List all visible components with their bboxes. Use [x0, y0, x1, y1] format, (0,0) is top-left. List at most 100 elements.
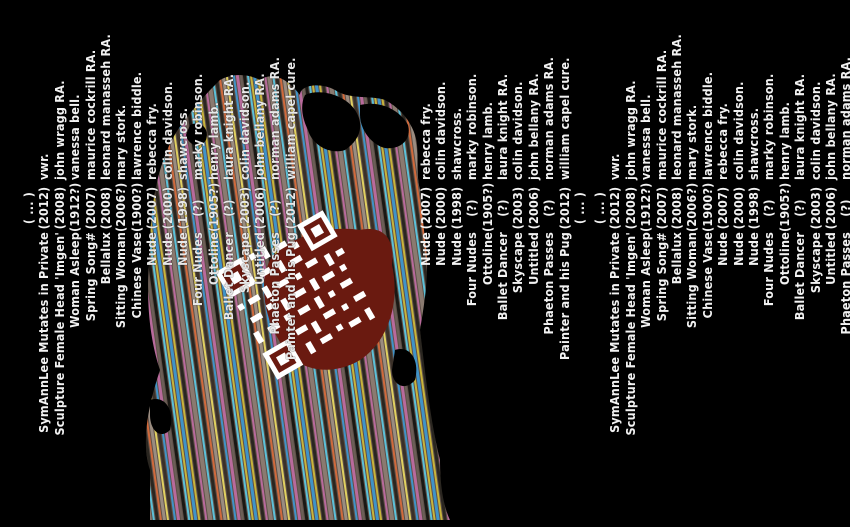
entry-artist: shawcross.	[746, 107, 761, 180]
entry-artist: laura knight RA.	[495, 73, 510, 180]
entry-title: SymAnnLee Mutates in Private	[607, 232, 623, 433]
list-entry: Bellalux(2008)leonard manasseh RA.	[98, 10, 113, 462]
list-entry: Nude(1998)shawcross.	[449, 10, 464, 462]
list-entry: Ottoline(1905?)henry lamb.	[480, 10, 495, 462]
entry-artist: vanessa bell.	[638, 94, 654, 180]
entry-artist: mary stork.	[684, 104, 700, 180]
list-entry: Woman Asleep(1912?)vanessa bell.	[638, 10, 653, 462]
list-entry: Skyscape(2003)colin davidson.	[237, 10, 252, 462]
entry-year: (1998)	[175, 186, 190, 230]
list-entry: Nude(2000)colin davidson.	[731, 10, 746, 462]
entry-artist: henry lamb.	[205, 101, 221, 180]
list-entry: Sitting Woman(2006?) mary stork.	[113, 10, 128, 462]
entry-artist: vwr.	[607, 153, 623, 180]
entry-year: (2003)	[510, 186, 526, 230]
entry-title: Painter and his Pug	[556, 232, 572, 360]
entry-year: (2008)	[622, 186, 638, 230]
entry-year: (1900?)	[699, 182, 715, 232]
entry-year: (2007)	[418, 186, 433, 230]
entry-title: Spring Song#	[82, 232, 98, 322]
entry-title: Woman Asleep	[67, 232, 83, 328]
entry-artist: shawcross.	[448, 107, 464, 180]
list-entry: Untitled(2006)john bellany RA.	[252, 10, 267, 462]
entry-year: (?)	[495, 199, 510, 217]
entry-year: (1905?)	[205, 182, 221, 232]
list-entry: Sculpture Female Head 'Imgen'(2008)john …	[52, 10, 67, 462]
entry-year: (1900?)	[128, 182, 144, 232]
entry-year: (1998)	[746, 186, 761, 230]
entry-year: (2008)	[669, 186, 684, 230]
entry-year: ( ... )	[592, 191, 607, 225]
entry-year: (2006?)	[684, 182, 700, 232]
entry-year: (?)	[190, 199, 206, 217]
entry-year: (1905?)	[776, 182, 792, 232]
entry-year: (?)	[267, 199, 283, 217]
entry-title: Sitting Woman	[113, 232, 129, 329]
entry-title: Painter and his Pug	[282, 232, 298, 360]
list-entry: Ballet Dancer (?) laura knight RA.	[495, 10, 510, 462]
entry-artist: marky robinson.	[190, 73, 206, 180]
entry-title: Nude	[433, 232, 449, 266]
entry-year: (2003)	[236, 186, 252, 230]
entry-title: Nude	[715, 232, 731, 266]
entry-title: Four Nudes	[190, 232, 206, 307]
list-entry: Nude (2007) rebecca fry.	[715, 10, 730, 462]
entry-title: Skyscape	[510, 232, 526, 294]
entry-artist: maurice cockrill RA.	[82, 49, 98, 180]
entry-artist: rebecca fry.	[715, 103, 731, 180]
entry-artist: laura knight RA.	[221, 73, 237, 180]
entry-title: Nude	[418, 232, 433, 266]
entry-year: (2008)	[51, 186, 67, 230]
entry-artist: colin davidson.	[433, 81, 449, 180]
entry-year: (2007)	[715, 186, 731, 230]
entry-year: (2008)	[98, 186, 113, 230]
entry-year: (2006)	[823, 186, 838, 230]
entry-artist: shawcross.	[175, 107, 190, 180]
list-entry: Nude(2007)rebecca fry.	[144, 10, 159, 462]
list-entry: Skyscape(2003)colin davidson.	[808, 10, 823, 462]
list-entry: Phaeton Passes(?)norman adams RA.	[541, 10, 556, 462]
entry-title: Untitled	[525, 232, 541, 285]
entry-title: Ottoline	[776, 232, 792, 285]
entry-title: Ballet Dancer	[792, 232, 808, 321]
entry-artist: norman adams RA.	[838, 56, 850, 180]
list-entry: Nude(2007)rebecca fry.	[418, 10, 433, 462]
list-entry: Phaeton Passes(?)norman adams RA.	[838, 10, 850, 462]
entry-artist: vwr.	[36, 153, 52, 180]
list-entry: Ballet Dancer(?)laura knight RA.	[221, 10, 236, 462]
entry-artist: henry lamb.	[776, 101, 792, 180]
list-entry: Four Nudes(?)marky robinson.	[761, 10, 776, 462]
entry-artist: marky robinson.	[464, 73, 480, 180]
entry-artist: mary stork.	[113, 104, 129, 180]
entry-year: (2007)	[82, 186, 98, 230]
entry-title: Woman Asleep	[638, 232, 654, 328]
entry-title: Nude	[144, 232, 160, 266]
entry-year: (?)	[838, 199, 850, 217]
list-entry: Painter and his Pug(2012)william capel c…	[283, 10, 298, 462]
list-entry: Chinese Vase(1900?)lawrence biddle.	[129, 10, 144, 462]
list-header: ( ... )	[21, 184, 36, 462]
list-entry: Woman Asleep(1912?)vanessa bell.	[67, 10, 82, 462]
brown-blob	[263, 228, 395, 370]
entry-artist: lawrence biddle.	[128, 71, 144, 180]
qr-code	[215, 210, 376, 380]
list-entry: Nude(1998)shawcross.	[175, 10, 190, 462]
list-header: ( ... )	[572, 184, 587, 462]
list-entry: Skyscape (2003) colin davidson.	[510, 10, 525, 462]
entry-artist: marky robinson.	[761, 73, 777, 180]
list-entry: Nude (2000) colin davidson.	[433, 10, 448, 462]
entry-year: (?)	[761, 199, 777, 217]
entry-title: Nude	[159, 232, 175, 266]
entry-title: Ballet Dancer	[495, 232, 510, 321]
list-entry: Chinese Vase(1900?)lawrence biddle.	[700, 10, 715, 462]
entry-title: Chinese Vase	[699, 232, 715, 319]
entry-year: (2006?)	[113, 182, 129, 232]
entry-title: Untitled	[252, 232, 267, 285]
entry-artist: colin davidson.	[510, 81, 526, 180]
entry-title: Sculpture Female Head 'Imgen'	[622, 232, 638, 436]
entry-year: (2000)	[433, 186, 449, 230]
entry-title: Skyscape	[807, 232, 823, 294]
